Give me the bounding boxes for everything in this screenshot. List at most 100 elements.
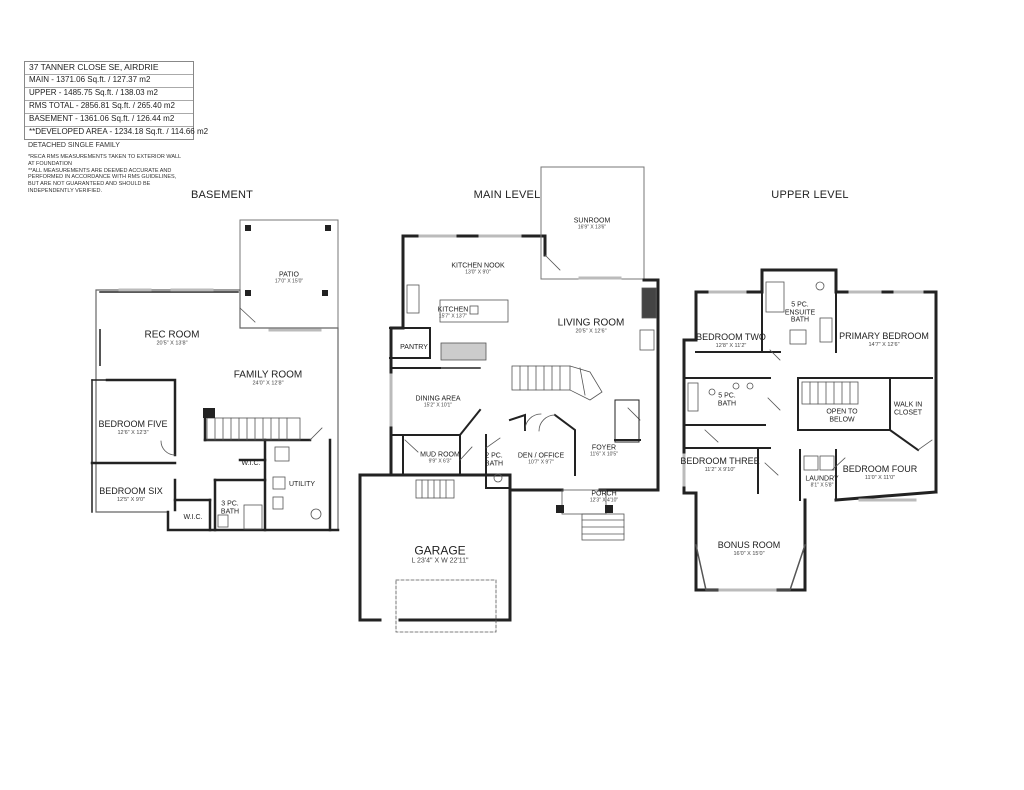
note-line: BUT ARE NOT GUARANTEED AND SHOULD BE <box>28 181 151 188</box>
address: 37 TANNER CLOSE SE, AIRDRIE <box>25 62 193 75</box>
room-name: LAUNDRY <box>805 475 839 483</box>
room-2pc-bath: 2 PC. BATH <box>482 452 506 467</box>
room-name: KITCHEN <box>437 306 469 314</box>
room-sunroom: SUNROOM 16'9" X 13'6" <box>574 217 611 230</box>
room-name: BEDROOM TWO <box>696 332 766 343</box>
room-name: 3 PC. BATH <box>220 500 240 515</box>
room-walk-in-closet: W.I.C. <box>183 514 202 522</box>
room-dimensions: 16'9" X 13'6" <box>577 224 607 231</box>
room-bedroom-three: BEDROOM THREE 11'2" X 9'10" <box>680 456 760 473</box>
room-dimensions: L 23'4" X W 22'11" <box>411 557 469 565</box>
room-bedroom-six: BEDROOM SIX 12'5" X 9'0" <box>99 486 163 503</box>
room-pantry: PANTRY <box>400 344 428 352</box>
room-living-room: LIVING ROOM 20'5" X 12'6" <box>558 317 625 334</box>
room-3pc-bath: 3 PC. BATH <box>215 500 245 515</box>
developed-area: **DEVELOPED AREA - 1234.18 Sq.ft. / 114.… <box>29 127 209 136</box>
property-type: DETACHED SINGLE FAMILY <box>28 142 120 149</box>
room-kitchen-nook: KITCHEN NOOK 13'0" X 9'0" <box>451 262 504 275</box>
room-dimensions: 20'5" X 13'8" <box>156 340 188 347</box>
room-name: WALK IN CLOSET <box>893 401 923 416</box>
room-dimensions: 8'1" X 5'8" <box>810 482 834 489</box>
room-dimensions: 9'9" X 6'3" <box>428 458 452 465</box>
room-name: OPEN TO BELOW <box>826 408 858 423</box>
note-line: AT FOUNDATION <box>28 160 72 167</box>
room-name: PATIO <box>279 271 299 279</box>
room-walk-in-closet: WALK IN CLOSET <box>893 401 923 416</box>
room-name: KITCHEN NOOK <box>451 262 505 270</box>
room-dimensions: 15'7" X 13'7" <box>438 313 468 320</box>
room-den-office: DEN / OFFICE 10'7" X 9'7" <box>518 452 564 465</box>
room-name: FOYER <box>591 444 617 452</box>
room-dimensions: 11'2" X 9'10" <box>704 466 736 473</box>
room-foyer: FOYER 11'6" X 10'5" <box>590 444 618 457</box>
main-area: MAIN - 1371.06 Sq.ft. / 127.37 m2 <box>25 75 193 88</box>
room-bonus-room: BONUS ROOM 16'0" X 15'0" <box>717 540 781 557</box>
room-dimensions: 12'6" X 12'3" <box>117 429 149 436</box>
room-kitchen: KITCHEN 15'7" X 13'7" <box>438 306 469 319</box>
room-mud-room: MUD ROOM 9'9" X 6'3" <box>420 451 460 464</box>
room-bedroom-four: BEDROOM FOUR 11'0" X 11'0" <box>842 464 918 481</box>
room-name: 2 PC. BATH <box>484 452 504 467</box>
room-dimensions: 10'7" X 9'7" <box>528 459 554 466</box>
note-line: *RECA RMS MEASUREMENTS TAKEN TO EXTERIOR… <box>28 153 182 160</box>
measurement-notes: DETACHED SINGLE FAMILY *RECA RMS MEASURE… <box>28 142 203 195</box>
room-dimensions: 12'8" X 11'2" <box>715 342 747 349</box>
room-name: W.I.C. <box>183 514 203 522</box>
room-name: FAMILY ROOM <box>233 369 303 381</box>
room-dimensions: 24'0" X 12'8" <box>252 380 284 387</box>
room-name: GARAGE <box>414 543 466 558</box>
room-5pc-ensuite-bath: 5 PC. ENSUITE BATH <box>783 301 817 324</box>
room-name: W.I.C. <box>241 460 261 468</box>
room-name: 5 PC. ENSUITE BATH <box>784 301 816 324</box>
room-name: MUD ROOM <box>420 451 460 459</box>
note-line: PERFORMED IN ACCORDANCE WITH RMS GUIDELI… <box>28 174 177 181</box>
upper-level-title: UPPER LEVEL <box>771 189 849 201</box>
room-name: BEDROOM SIX <box>99 486 163 497</box>
room-name: UTILITY <box>288 481 316 489</box>
main-level-title: MAIN LEVEL <box>473 189 541 201</box>
room-dimensions: 12'3" X 4'10" <box>589 497 619 504</box>
room-dimensions: 16'0" X 15'0" <box>733 550 765 557</box>
room-walk-in-closet: W.I.C. <box>241 460 260 468</box>
room-dimensions: 11'0" X 11'0" <box>864 474 896 481</box>
room-patio: PATIO 17'0" X 15'0" <box>275 271 303 284</box>
room-name: SUNROOM <box>573 217 611 225</box>
room-5pc-bath: 5 PC. BATH <box>714 392 740 407</box>
room-dimensions: 11'6" X 10'5" <box>590 451 618 458</box>
room-dimensions: 20'5" X 12'6" <box>575 328 607 335</box>
room-name: REC ROOM <box>144 329 200 341</box>
room-name: BONUS ROOM <box>717 540 781 551</box>
note-line: INDEPENDENTLY VERIFIED. <box>28 188 103 195</box>
room-name: PORCH <box>591 490 617 498</box>
room-laundry: LAUNDRY 8'1" X 5'8" <box>805 475 838 488</box>
room-name: 5 PC. BATH <box>717 392 737 407</box>
room-bedroom-five: BEDROOM FIVE 12'6" X 12'3" <box>98 419 168 436</box>
upper-area: UPPER - 1485.75 Sq.ft. / 138.03 m2 <box>25 88 193 101</box>
room-name: PANTRY <box>400 344 428 352</box>
room-primary-bedroom: PRIMARY BEDROOM 14'7" X 12'6" <box>839 331 929 348</box>
room-utility: UTILITY <box>289 481 315 489</box>
room-dining-area: DINING AREA 15'2" X 10'1" <box>415 395 460 408</box>
rms-total-area: RMS TOTAL - 2856.81 Sq.ft. / 265.40 m2 <box>25 101 193 114</box>
room-name: BEDROOM FIVE <box>98 419 168 430</box>
room-name: LIVING ROOM <box>557 317 625 329</box>
room-bedroom-two: BEDROOM TWO 12'8" X 11'2" <box>696 332 766 349</box>
room-family-room: FAMILY ROOM 24'0" X 12'8" <box>234 369 303 386</box>
room-garage: GARAGE L 23'4" X W 22'11" <box>411 543 469 566</box>
note-line: **ALL MEASUREMENTS ARE DEEMED ACCURATE A… <box>28 167 172 174</box>
room-dimensions: 17'0" X 15'0" <box>274 278 304 285</box>
room-dimensions: 13'0" X 9'0" <box>465 269 491 276</box>
property-info-box: 37 TANNER CLOSE SE, AIRDRIE MAIN - 1371.… <box>24 61 209 140</box>
room-name: PRIMARY BEDROOM <box>839 331 929 342</box>
basement-title: BASEMENT <box>190 189 254 201</box>
room-rec-room: REC ROOM 20'5" X 13'8" <box>145 329 200 346</box>
room-name: DEN / OFFICE <box>517 452 565 460</box>
room-name: BEDROOM FOUR <box>842 464 918 475</box>
room-dimensions: 14'7" X 12'6" <box>868 341 900 348</box>
room-name: BEDROOM THREE <box>680 456 760 467</box>
room-porch: PORCH 12'3" X 4'10" <box>590 490 618 503</box>
basement-area: BASEMENT - 1361.06 Sq.ft. / 126.44 m2 <box>25 114 193 127</box>
room-dimensions: 12'5" X 9'0" <box>116 496 146 503</box>
room-dimensions: 15'2" X 10'1" <box>423 402 453 409</box>
